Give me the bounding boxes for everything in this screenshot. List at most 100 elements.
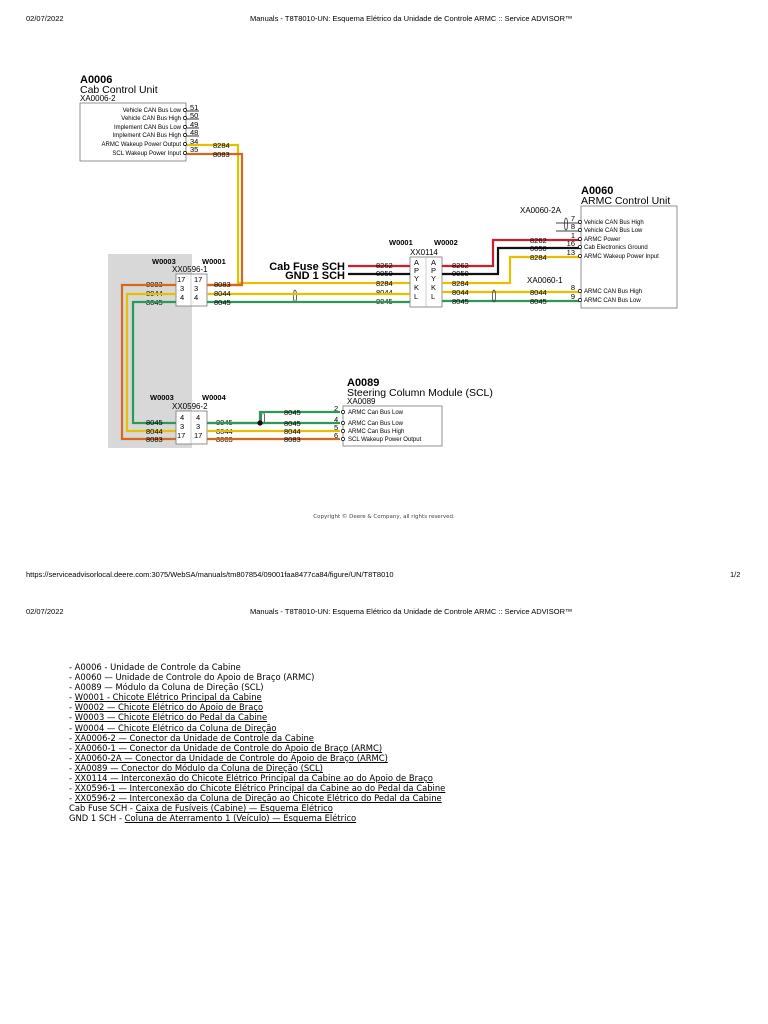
wire-label: 8045 bbox=[284, 408, 301, 417]
legend-link[interactable]: XX0596-2 — Interconexão da Coluna de Dir… bbox=[74, 793, 442, 804]
a0006-pin-label: SCL Wakeup Power Input bbox=[112, 151, 181, 157]
legend-link[interactable]: XA0006-2 — Conector da Unidade de Contro… bbox=[74, 732, 314, 743]
legend-link[interactable]: Coluna de Aterramento 1 (Veículo) — Esqu… bbox=[124, 813, 357, 824]
xx0596-2-pin: 3 bbox=[196, 422, 200, 431]
a0006-id: A0006 bbox=[80, 74, 112, 86]
xx0596-1-pin: 4 bbox=[180, 293, 184, 302]
legend-prefix: Cab Fuse SCH - bbox=[69, 803, 136, 814]
a0006-pin-num: 34 bbox=[190, 137, 198, 146]
xx0114-pin: A bbox=[414, 258, 419, 267]
a0089-pin-num: 6 bbox=[334, 431, 338, 440]
splice-dot bbox=[257, 420, 263, 426]
a0060-id: A0060 bbox=[581, 185, 613, 197]
legend-item: - A0060 — Unidade de Controle do Apoio d… bbox=[69, 672, 445, 682]
a0089-id: A0089 bbox=[347, 377, 379, 389]
wire-label: 8045 bbox=[284, 419, 301, 428]
legend-item: - XX0114 — Interconexão do Chicote Elétr… bbox=[69, 773, 445, 783]
a0060-pin-num: 8 bbox=[571, 222, 575, 231]
a0006-pin-num: 51 bbox=[190, 103, 198, 112]
xx0596-2-pin: 17 bbox=[177, 431, 185, 440]
xx0596-2-left-harness: W0003 bbox=[150, 393, 174, 402]
wire-8045-w0003 bbox=[131, 300, 176, 425]
wire-8284-right bbox=[442, 255, 581, 285]
a0060-pin-num: 9 bbox=[571, 292, 575, 301]
legend-prefix: GND 1 SCH - bbox=[69, 813, 125, 824]
legend-link[interactable]: XX0114 — Interconexão do Chicote Elétric… bbox=[74, 773, 433, 784]
legend-link[interactable]: XX0596-1 — Interconexão do Chicote Elétr… bbox=[74, 783, 446, 794]
wire-8262-right bbox=[442, 238, 581, 268]
wire-label: 8044 bbox=[530, 288, 547, 297]
legend-item: GND 1 SCH - Coluna de Aterramento 1 (Veí… bbox=[69, 813, 445, 823]
a0060-pin-label: ARMC CAN Bus High bbox=[584, 289, 642, 295]
xx0596-1-left-harness: W0003 bbox=[152, 257, 176, 266]
legend-prefix: - bbox=[69, 752, 75, 763]
xx0114-right-harness: W0002 bbox=[434, 238, 458, 247]
legend-link[interactable]: Caixa de Fusíveis (Cabine) — Esquema Elé… bbox=[135, 803, 333, 814]
a0006-pin-label: Vehicle CAN Bus High bbox=[121, 116, 181, 122]
page2-date: 02/07/2022 bbox=[26, 607, 64, 616]
a0089-pin-num: 5 bbox=[334, 423, 338, 432]
xx0596-1-name: XX0596-1 bbox=[172, 265, 208, 274]
legend-link[interactable]: W0002 — Chicote Elétrico do Apoio de Bra… bbox=[74, 702, 264, 713]
a0060-pin-label: ARMC Power bbox=[584, 237, 620, 243]
a0060-pin-num: 8 bbox=[571, 283, 575, 292]
page2-title: Manuals - T8T8010-UN: Esquema Elétrico d… bbox=[250, 607, 573, 616]
a0089-box bbox=[342, 405, 443, 447]
legend-item: - W0004 — Chicote Elétrico da Coluna de … bbox=[69, 723, 445, 733]
a0006-pin-num: 48 bbox=[190, 128, 198, 137]
legend-text: Unidade de Controle da Cabine bbox=[110, 662, 241, 672]
a0006-connector: XA0006-2 bbox=[80, 94, 116, 103]
a0006-box bbox=[79, 102, 187, 162]
page1-url: https://serviceadvisorlocal.deere.com:30… bbox=[26, 570, 394, 579]
a0060-box bbox=[580, 205, 678, 309]
a0060-name: ARMC Control Unit bbox=[581, 195, 670, 207]
page1-date: 02/07/2022 bbox=[26, 14, 64, 23]
xx0114-pin: K bbox=[431, 283, 436, 292]
xx0596-2-pin: 4 bbox=[180, 413, 184, 422]
legend-link[interactable]: XA0060-2A — Conector da Unidade de Contr… bbox=[74, 752, 388, 763]
xx0596-1-pin: 3 bbox=[180, 284, 184, 293]
xx0596-2-pin: 3 bbox=[180, 422, 184, 431]
wire-label: 8045 bbox=[452, 297, 469, 306]
a0089-name: Steering Column Module (SCL) bbox=[347, 387, 493, 399]
legend-item: Cab Fuse SCH - Caixa de Fusíveis (Cabine… bbox=[69, 803, 445, 813]
legend-link[interactable]: XA0089 — Conector do Módulo da Coluna de… bbox=[74, 762, 323, 773]
xx0596-1-pin: 17 bbox=[194, 275, 202, 284]
a0060-pin-num: 7 bbox=[571, 214, 575, 223]
a0060-pin-num: 13 bbox=[567, 248, 575, 257]
wire-label: 8044 bbox=[284, 427, 301, 436]
page1-title: Manuals - T8T8010-UN: Esquema Elétrico d… bbox=[250, 14, 573, 23]
xx0596-2-name: XX0596-2 bbox=[172, 402, 208, 411]
legend-item: - XX0596-1 — Interconexão do Chicote Elé… bbox=[69, 783, 445, 793]
a0060-pin-label: ARMC Wakeup Power Input bbox=[584, 254, 659, 260]
legend-item: - XA0060-1 — Conector da Unidade de Cont… bbox=[69, 743, 445, 753]
a0089-connector: XA0089 bbox=[347, 397, 376, 406]
source-cab-fuse: Cab Fuse SCH bbox=[269, 261, 345, 273]
xx0596-2-pin: 4 bbox=[196, 413, 200, 422]
a0006-pin-num: 50 bbox=[190, 111, 198, 120]
legend-prefix: - bbox=[69, 783, 75, 794]
a0089-pin-label: ARMC Can Bus High bbox=[348, 429, 404, 435]
legend-prefix: - bbox=[69, 732, 75, 743]
a0006-wire-label: 8284 bbox=[213, 141, 230, 150]
legend-link[interactable]: W0001 - Chicote Elétrico Principal da Ca… bbox=[74, 692, 262, 703]
wire-label: 8044 bbox=[376, 288, 393, 297]
a0006-wire-label: 8083 bbox=[213, 150, 230, 159]
wire-label: 8262 bbox=[530, 236, 547, 245]
legend-prefix: - bbox=[69, 793, 75, 804]
legend-link[interactable]: XA0060-1 — Conector da Unidade de Contro… bbox=[74, 742, 383, 753]
xx0114-pin: Y bbox=[431, 274, 436, 283]
legend-link[interactable]: W0003 — Chicote Elétrico do Pedal da Cab… bbox=[74, 712, 268, 723]
wire-8083-w0003 bbox=[120, 283, 176, 441]
xx0596-1-right-harness: W0001 bbox=[202, 257, 226, 266]
legend-text: Módulo da Coluna de Direção (SCL) bbox=[115, 682, 264, 693]
legend-prefix: - bbox=[69, 762, 75, 773]
legend-prefix: - bbox=[69, 773, 75, 784]
xx0114-pin: K bbox=[414, 283, 419, 292]
a0060-pin-label: Cab Electronics Ground bbox=[584, 245, 648, 251]
a0006-pin-label: Implement CAN Bus High bbox=[113, 133, 181, 139]
xx0114-left-harness: W0001 bbox=[389, 238, 413, 247]
wire-8284-a0006 bbox=[187, 143, 282, 285]
legend-link[interactable]: W0004 — Chicote Elétrico da Coluna de Di… bbox=[74, 722, 277, 733]
a0006-pin-label: Implement CAN Bus Low bbox=[114, 125, 182, 131]
